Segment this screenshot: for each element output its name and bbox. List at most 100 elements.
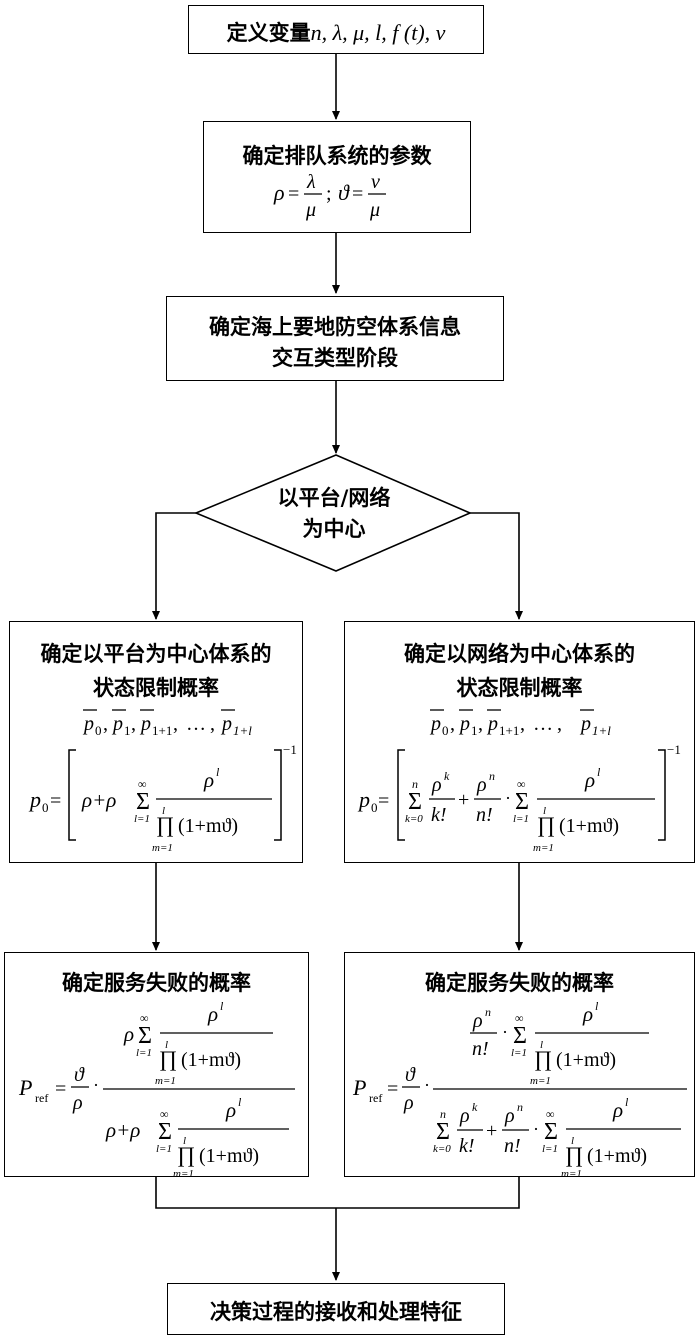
svg-text:∏: ∏ [159,1046,177,1071]
svg-text:k: k [444,769,450,783]
svg-text:P: P [352,1075,366,1100]
svg-text:l: l [238,1095,242,1109]
svg-text:l: l [162,805,165,817]
decision-line2: 为中心 [302,517,366,541]
svg-text:1: 1 [124,723,131,738]
svg-text:p: p [139,713,151,735]
mu-symbol-2: μ [369,199,380,221]
svg-text:ρ: ρ [207,1002,218,1026]
svg-text:=: = [387,1078,398,1100]
arrow-decision-to-left [152,512,196,620]
svg-text:·: · [505,788,511,808]
right-state-line1: 确定以网络为中心体系的 [404,642,635,666]
svg-text:m=1: m=1 [152,842,173,854]
nu-symbol: ν [371,171,380,193]
left-state-line2: 状态限制概率 [93,676,219,700]
network-state-formula: p 0 , p 1 , p 1+1 , … , p 1+l p 0 = Σ n … [357,709,681,854]
svg-text:ρ: ρ [72,1092,83,1114]
svg-text:=: = [55,1078,66,1100]
svg-text:1: 1 [471,723,478,738]
svg-text:;: ; [326,183,332,205]
svg-text:k!: k! [431,804,447,826]
svg-text:0: 0 [95,723,102,738]
svg-text:n!: n! [472,1038,489,1060]
svg-text:l: l [595,999,599,1013]
svg-text:∏: ∏ [156,812,174,837]
queue-label: 确定排队系统的参数 [242,144,432,168]
svg-text:∏: ∏ [537,812,555,837]
define-variables-box: 定义变量n, λ, μ, l, f (t), ν [188,5,484,54]
svg-text:ρ: ρ [504,1105,515,1127]
svg-text:k=0: k=0 [433,1143,451,1155]
svg-text:,: , [131,713,136,735]
decision-text: 以平台/网络 为中心 [196,482,472,544]
mu-symbol: μ [305,199,316,221]
svg-text:l: l [571,1135,574,1147]
svg-text:m=1: m=1 [561,1168,582,1176]
network-failure-box: 确定服务失败的概率 P ref = ϑ ρ · ρ n n! · Σ ∞ l=1… [344,952,695,1177]
svg-text:+: + [458,789,469,811]
svg-text:p: p [357,787,370,812]
svg-text:ρ+ρ: ρ+ρ [105,1118,140,1142]
svg-text:ϑ: ϑ [74,1064,85,1086]
network-failure-formula: P ref = ϑ ρ · ρ n n! · Σ ∞ l=1 ρ l l ∏ m… [352,999,687,1176]
svg-text:p: p [458,713,470,735]
svg-text:l: l [540,1039,543,1051]
svg-text:n!: n! [476,804,493,826]
svg-text:l=1: l=1 [542,1143,558,1155]
svg-text:p: p [220,713,232,735]
svg-text:…: … [186,713,206,735]
svg-text:,: , [520,713,525,735]
right-fail-label: 确定服务失败的概率 [425,971,614,995]
svg-text:Σ: Σ [513,1023,527,1049]
svg-text:(1+mϑ): (1+mϑ) [178,815,238,837]
svg-text:p: p [82,713,94,735]
svg-text:=: = [378,790,389,812]
lambda-symbol: λ [306,171,316,193]
svg-text:n: n [485,1005,491,1019]
stage-line2: 交互类型阶段 [272,346,398,370]
svg-text:Σ: Σ [408,789,422,815]
svg-text:l: l [597,765,601,779]
svg-text:l=1: l=1 [511,1047,527,1059]
svg-text:m=1: m=1 [533,842,554,854]
svg-text:ref: ref [35,1091,48,1105]
svg-text:l: l [625,1095,629,1109]
svg-text:ρ+ρ: ρ+ρ [81,788,116,812]
svg-text:m=1: m=1 [173,1168,194,1176]
svg-text:∏: ∏ [534,1046,552,1071]
svg-text:p: p [579,713,591,735]
svg-text:l: l [216,765,220,779]
svg-text:n: n [440,1107,446,1121]
svg-text:·: · [533,1119,539,1139]
decision-diamond [193,454,473,572]
svg-text:·: · [502,1022,508,1042]
queue-formula: ρ = λ μ ; ϑ = ν μ [273,171,386,221]
svg-text:+: + [486,1120,497,1142]
svg-text:,: , [450,713,455,735]
svg-text:l=1: l=1 [134,813,150,825]
svg-text:1+1: 1+1 [499,723,519,738]
limit-probabilities-right: p 0 , p 1 , p 1+1 , … , p 1+l [429,709,611,738]
svg-text:n: n [517,1100,523,1114]
svg-text:ρ: ρ [582,1002,593,1026]
network-state-box: 确定以网络为中心体系的 状态限制概率 p 0 , p 1 , p 1+1 , …… [344,621,695,863]
svg-text:ρ: ρ [472,1010,483,1032]
svg-text:=: = [50,790,61,812]
svg-text:n: n [489,769,495,783]
svg-text:,: , [478,713,483,735]
svg-text:(1+mϑ): (1+mϑ) [199,1145,259,1167]
svg-text:ρ: ρ [431,774,442,796]
svg-text:m=1: m=1 [155,1075,176,1087]
define-vars: n, λ, μ, l, f (t), ν [310,20,446,45]
svg-text:Σ: Σ [158,1119,172,1145]
svg-text:P: P [18,1075,32,1100]
svg-text:k=0: k=0 [405,813,423,825]
svg-text:(1+mϑ): (1+mϑ) [556,1049,616,1071]
svg-text:ref: ref [369,1091,382,1105]
platform-failure-formula: P ref = ϑ ρ · ρ Σ ∞ l=1 ρ l l ∏ m=1 (1+m… [18,999,295,1176]
svg-text:,: , [557,713,562,735]
svg-text:−1: −1 [283,742,297,757]
rho-symbol: ρ [273,180,285,205]
